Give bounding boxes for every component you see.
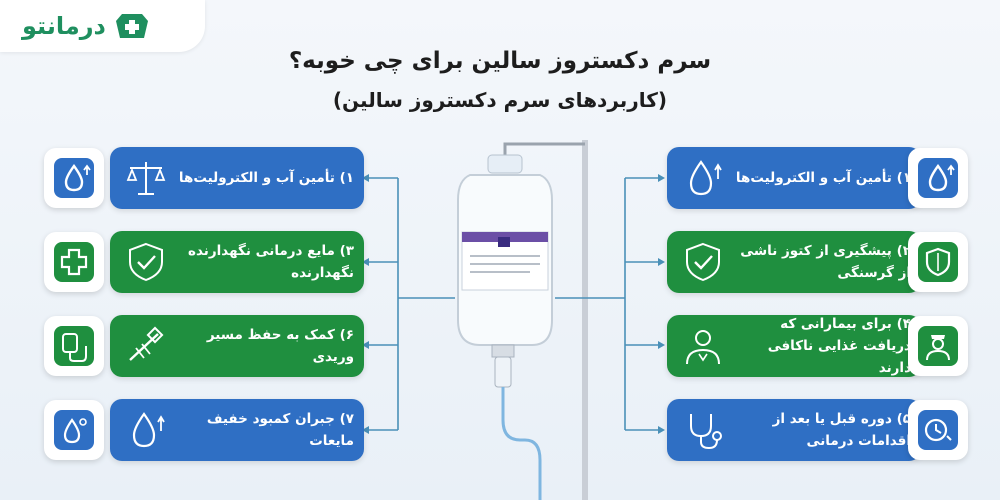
left-badge-2 [44, 232, 104, 292]
shield-icon [918, 242, 958, 282]
iv-bag-icon [54, 326, 94, 366]
right-card-1: ۱) تأمین آب و الکترولیت‌ها [667, 147, 921, 209]
right-badge-2 [908, 232, 968, 292]
card-text: ۴) برای بیمارانی که دریافت غذایی ناکافی … [767, 316, 911, 376]
water-drop-icon [689, 160, 722, 196]
water-drop-icon [918, 158, 958, 198]
card-text: ۲) پیشگیری از کتوز ناشی از گرسنگی [740, 243, 911, 281]
scale-icon [126, 162, 166, 195]
left-card-2: ۳) مایع درمانی نگهدارنده نگهدارنده [110, 231, 364, 293]
card-text: ۱) تأمین آب و الکترولیت‌ها [178, 170, 354, 186]
water-drop-icon [132, 412, 165, 448]
card-text: ۶) کمک به حفظ مسیر وریدی [206, 327, 354, 365]
medical-cross-icon [54, 242, 94, 282]
right-badge-3 [908, 316, 968, 376]
left-card-4: ۷) جبران کمبود خفیف مایعات [110, 399, 364, 461]
card-text: ۵) دوره قبل یا بعد از اقدامات درمانی [772, 411, 911, 449]
nurse-icon [918, 326, 958, 366]
card-text: ۳) مایع درمانی نگهدارنده نگهدارنده [188, 243, 354, 281]
shield-check-icon [129, 242, 163, 282]
right-card-4: ۵) دوره قبل یا بعد از اقدامات درمانی [667, 399, 921, 461]
brand-logo[interactable]: درمانتو [0, 0, 205, 52]
left-badge-3 [44, 316, 104, 376]
right-card-3: ۴) برای بیمارانی که دریافت غذایی ناکافی … [667, 315, 921, 377]
shield-check-icon [686, 242, 720, 282]
page-subtitle: (کاربردهای سرم دکستروز سالین) [332, 88, 668, 112]
right-card-2: ۲) پیشگیری از کتوز ناشی از گرسنگی [667, 231, 921, 293]
page-title: سرم دکستروز سالین برای چی خوبه؟ [288, 48, 712, 74]
stethoscope-icon [690, 414, 722, 450]
catheter-icon [129, 326, 164, 361]
left-card-3: ۶) کمک به حفظ مسیر وریدی [110, 315, 364, 377]
left-badge-4 [44, 400, 104, 460]
left-card-1: ۱) تأمین آب و الکترولیت‌ها [110, 147, 364, 209]
patient-icon [686, 330, 720, 365]
right-badge-1 [908, 148, 968, 208]
brand-name: درمانتو [22, 12, 106, 40]
clock-icon [918, 410, 958, 450]
water-drop-icon [54, 158, 94, 198]
right-badge-4 [908, 400, 968, 460]
left-badge-1 [44, 148, 104, 208]
card-text: ۷) جبران کمبود خفیف مایعات [206, 411, 354, 449]
card-text: ۱) تأمین آب و الکترولیت‌ها [735, 170, 911, 186]
water-drops-icon [54, 410, 94, 450]
iv-bottle [457, 154, 553, 500]
nurse-cap-icon [115, 14, 148, 38]
